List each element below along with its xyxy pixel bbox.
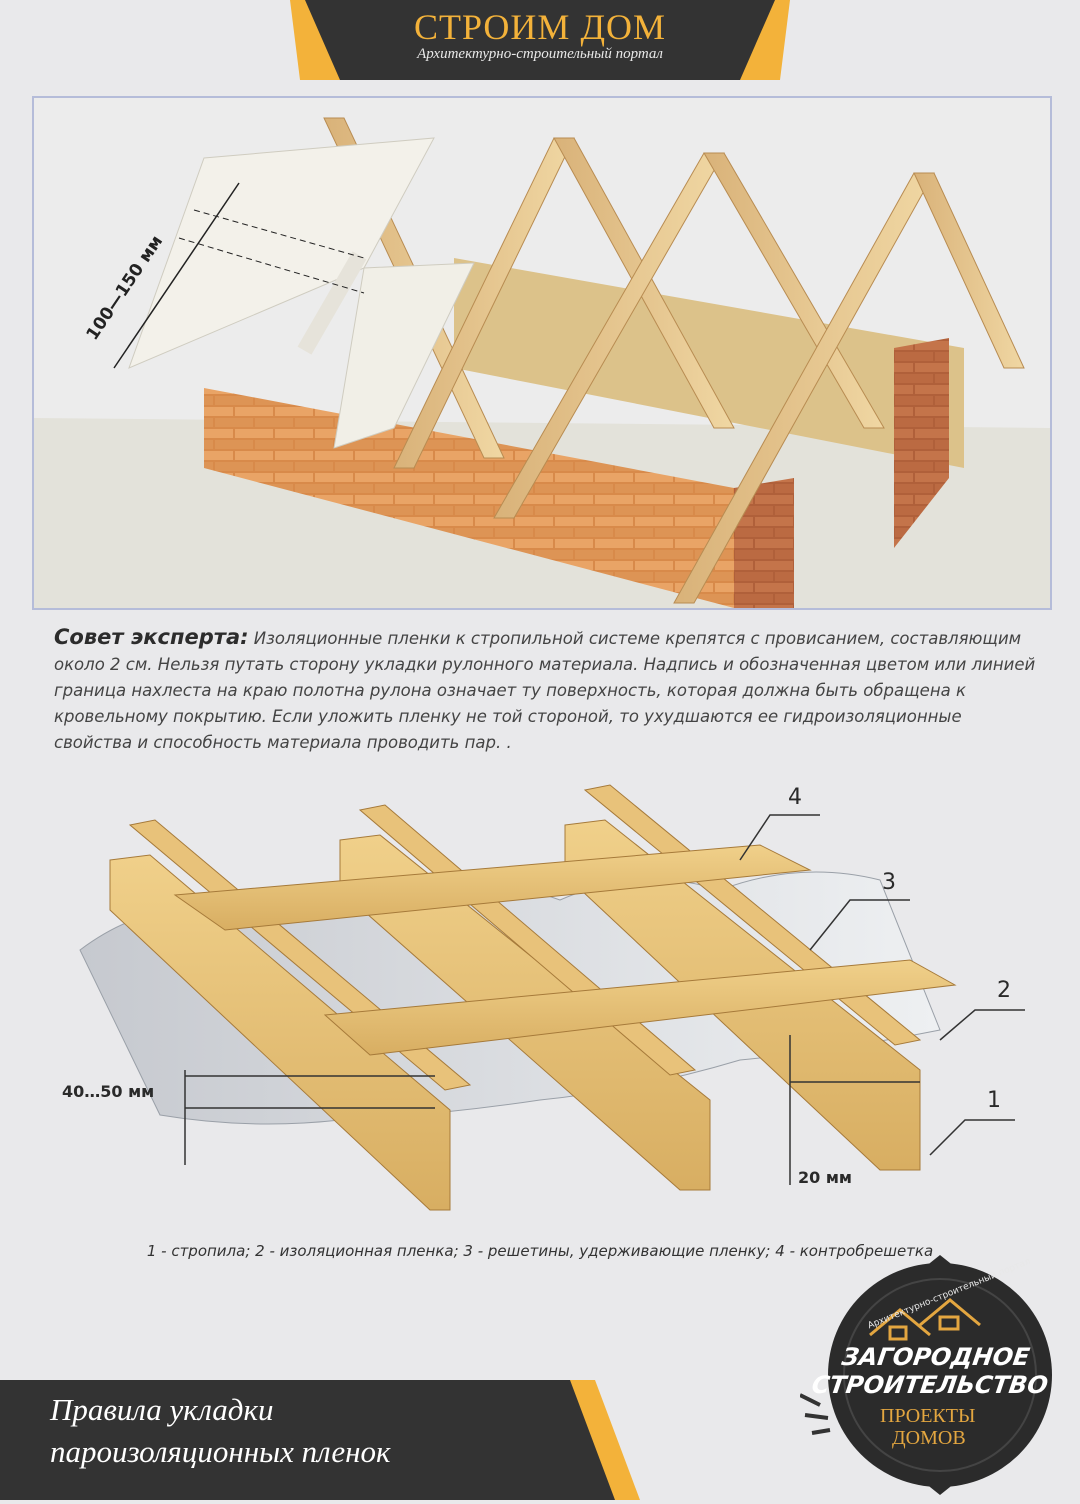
header-banner <box>290 0 790 80</box>
dim-right-label: 20 мм <box>798 1168 852 1187</box>
rafter-drawing <box>34 98 1050 608</box>
footer-banner: Правила укладки пароизоляционных пленок <box>0 1380 640 1500</box>
footer-line-2: пароизоляционных пленок <box>50 1434 391 1469</box>
label-2: 2 <box>997 978 1011 1003</box>
header: СТРОИМ ДОМ Архитектурно-строительный пор… <box>0 0 1080 80</box>
badge-line-4: ДОМОВ <box>892 1427 966 1449</box>
site-title: СТРОИМ ДОМ <box>413 7 667 47</box>
label-3: 3 <box>882 870 896 895</box>
brand-badge: Архитектурно-строительный портал ЗАГОРОД… <box>799 1255 1070 1495</box>
layer-diagram: 4 3 2 1 40…50 мм 20 мм <box>40 770 1050 1240</box>
layer-drawing <box>79 784 1025 1211</box>
expert-tip-lead: Совет эксперта: <box>54 625 249 649</box>
label-4: 4 <box>788 785 802 810</box>
badge-line-2: СТРОИТЕЛЬСТВО <box>810 1371 1050 1399</box>
footer-line-1: Правила укладки <box>50 1392 274 1427</box>
expert-tip: Совет эксперта: Изоляционные пленки к ст… <box>54 624 1044 756</box>
saw-blade-logo <box>799 1255 1052 1495</box>
badge-line-3: ПРОЕКТЫ <box>880 1405 976 1427</box>
footer-shape <box>0 1380 640 1500</box>
dim-left-label: 40…50 мм <box>62 1082 155 1101</box>
rafter-illustration: 100—150 мм <box>32 96 1052 610</box>
spark-icon <box>799 1393 831 1435</box>
expert-tip-text: Изоляционные пленки к стропильной систем… <box>54 629 1036 752</box>
label-1: 1 <box>987 1088 1001 1113</box>
house-icon <box>869 1298 981 1341</box>
badge-line-1: ЗАГОРОДНОЕ <box>840 1343 1032 1371</box>
site-subtitle: Архитектурно-строительный портал <box>417 46 663 62</box>
diagram-caption: 1 - стропила; 2 - изоляционная пленка; 3… <box>146 1242 934 1260</box>
